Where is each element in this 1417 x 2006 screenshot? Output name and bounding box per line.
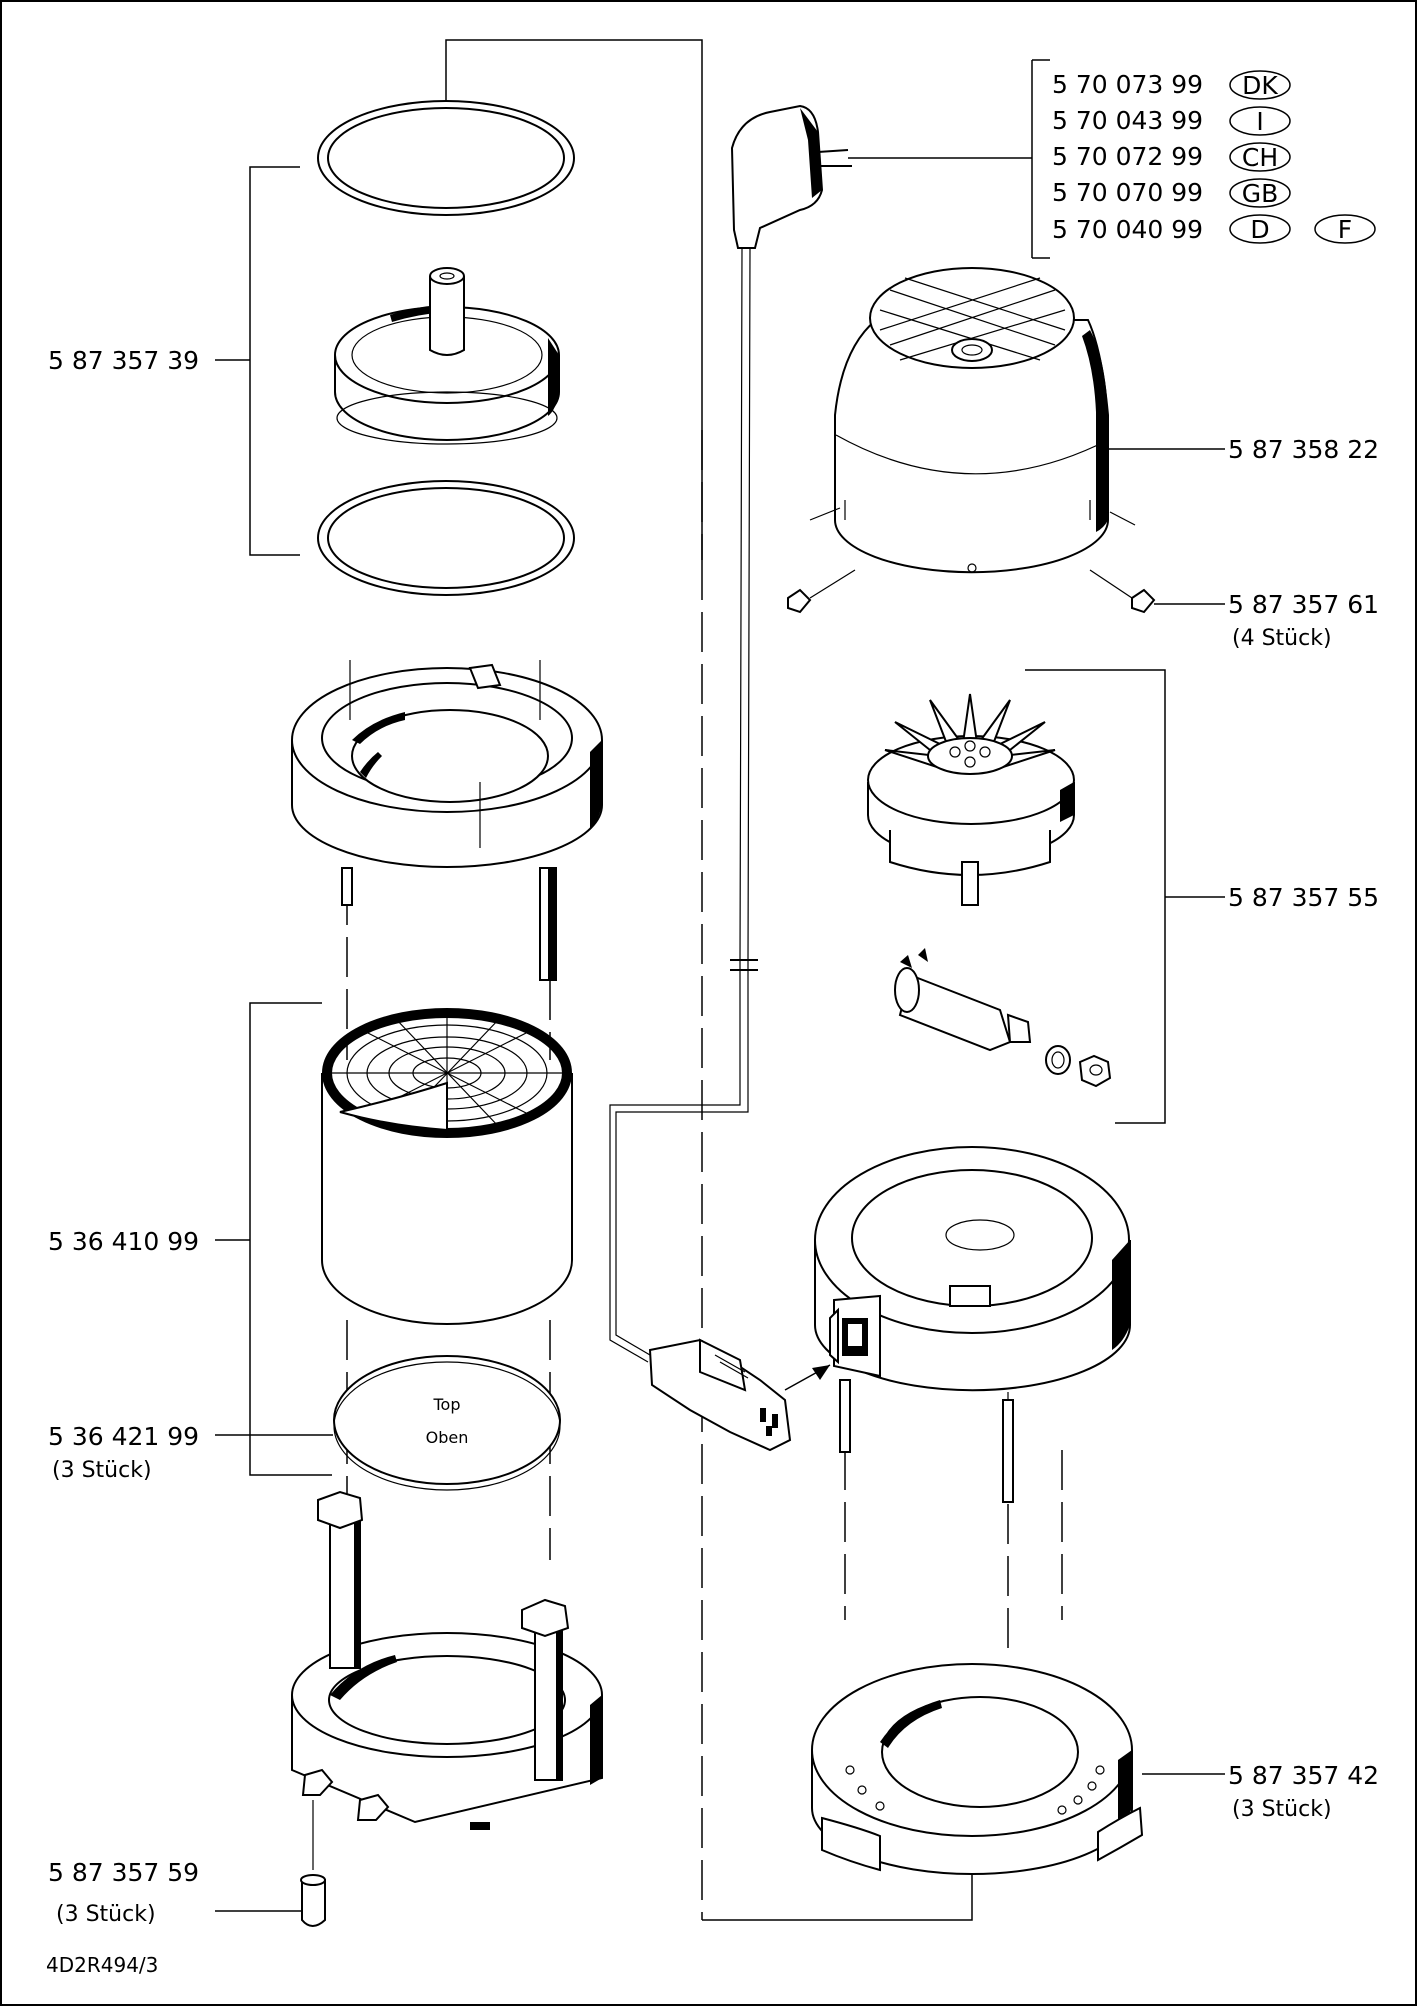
- cover-screws-part-number: 5 87 357 61: [1228, 590, 1379, 619]
- plug-part-number-2: 5 70 043 99: [1052, 106, 1203, 135]
- filter-disc-text-top: Top: [433, 1395, 461, 1414]
- lower-base-clamp: [291, 1490, 603, 1830]
- clamp-knob-part: [300, 1800, 326, 1927]
- filter-disc-text-bottom: Oben: [426, 1428, 469, 1447]
- filter-cartridge-part-number: 5 36 410 99: [48, 1227, 199, 1256]
- motor-cover: [834, 267, 1109, 574]
- country-code-gb: GB: [1242, 179, 1279, 208]
- country-code-d: D: [1250, 215, 1269, 244]
- motor-cover-part-number: 5 87 358 22: [1228, 435, 1379, 464]
- plug-part-number-4: 5 70 070 99: [1052, 178, 1203, 207]
- seal-ring-lower: [317, 480, 575, 596]
- iec-connector: [648, 1338, 831, 1452]
- power-plug: [730, 104, 1032, 961]
- clamp-knobs-part-number: 5 87 357 59: [48, 1858, 199, 1887]
- filter-disc: Top Oben: [333, 1355, 561, 1491]
- seal-ring-upper: [317, 100, 575, 216]
- drawing-number: 4D2R494/3: [46, 1953, 158, 1977]
- plug-part-number-1: 5 70 073 99: [1052, 70, 1203, 99]
- motor-rotor: [867, 693, 1075, 906]
- filter-disc-quantity: (3 Stück): [52, 1458, 152, 1483]
- country-code-ch: CH: [1242, 143, 1278, 172]
- filter-holder-top: [334, 267, 560, 445]
- plug-part-number-5: 5 70 040 99: [1052, 215, 1203, 244]
- main-housing: [814, 1146, 1131, 1503]
- capacitor: [894, 948, 1112, 1088]
- cover-screws: [787, 507, 1156, 614]
- plug-leader-ticks: [1032, 59, 1050, 259]
- foot-clips-part-number: 5 87 357 42: [1228, 1761, 1379, 1790]
- motor-base-ring: [811, 1663, 1133, 1875]
- clamp-knobs-quantity: (3 Stück): [56, 1902, 156, 1927]
- motor-assembly-part-number: 5 87 357 55: [1228, 883, 1379, 912]
- country-code-f: F: [1338, 215, 1352, 244]
- country-code-dk: DK: [1242, 71, 1278, 100]
- foot-clip-parts: [821, 1806, 1144, 1872]
- foot-clips-quantity: (3 Stück): [1232, 1797, 1332, 1822]
- upper-base-ring: [291, 660, 603, 981]
- filter-disc-part-number: 5 36 421 99: [48, 1422, 199, 1451]
- cover-screws-quantity: (4 Stück): [1232, 626, 1332, 651]
- filter-cartridge: [321, 1008, 573, 1325]
- plug-variant-list: 5 70 073 99 5 70 043 99 5 70 072 99 5 70…: [1052, 70, 1376, 244]
- seal-set-part-number: 5 87 357 39: [48, 346, 199, 375]
- power-cable: [609, 959, 758, 1363]
- country-code-i: I: [1256, 107, 1263, 136]
- plug-part-number-3: 5 70 072 99: [1052, 142, 1203, 171]
- leader-lines: [215, 166, 1225, 1912]
